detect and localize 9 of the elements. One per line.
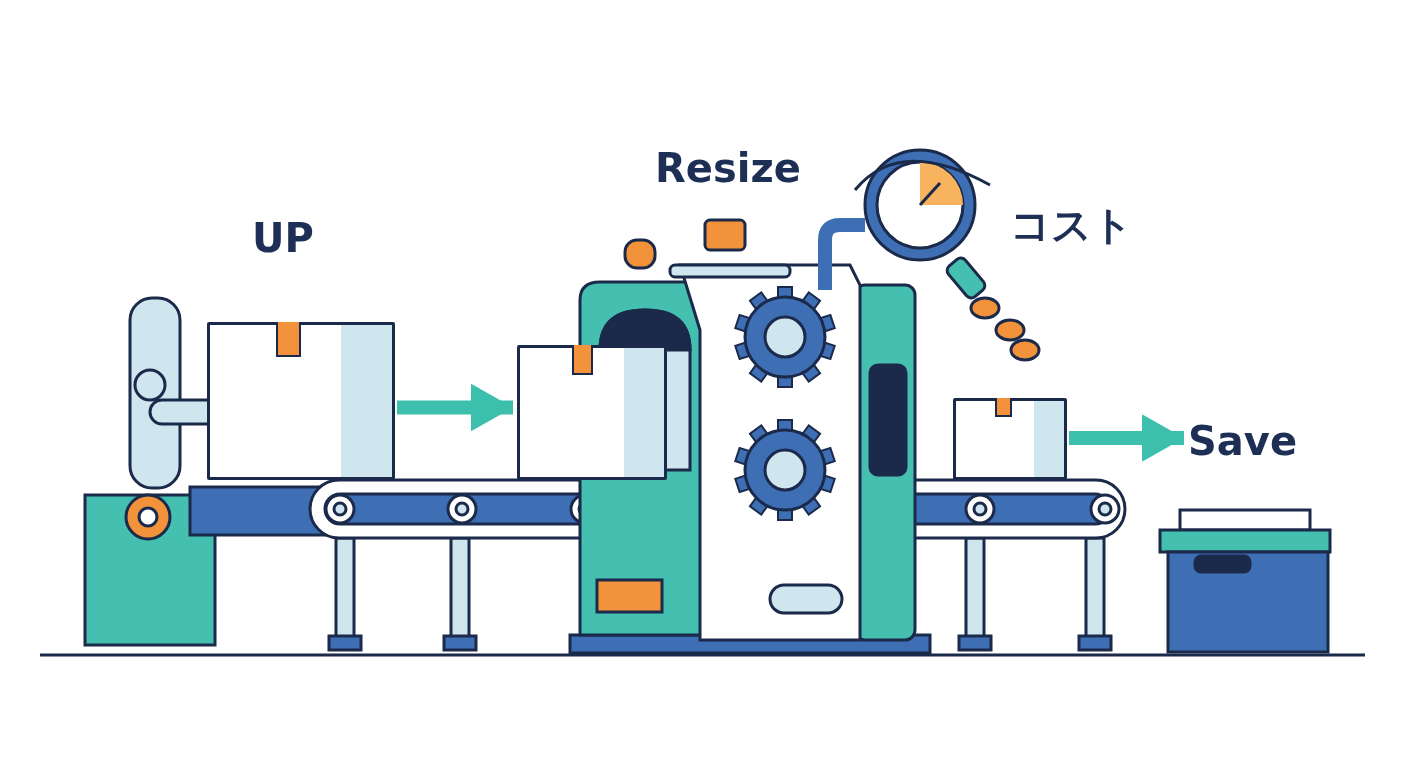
cardboard-package: [207, 322, 395, 480]
cardboard-package: [517, 345, 667, 480]
step-label: Save: [1188, 418, 1308, 468]
arrow: [397, 383, 513, 432]
step-label: Resize: [655, 145, 801, 191]
arrow: [1069, 414, 1184, 462]
step-label: コスト: [1010, 201, 1133, 250]
cardboard-package: [953, 398, 1067, 480]
step-label: UP: [252, 215, 314, 261]
